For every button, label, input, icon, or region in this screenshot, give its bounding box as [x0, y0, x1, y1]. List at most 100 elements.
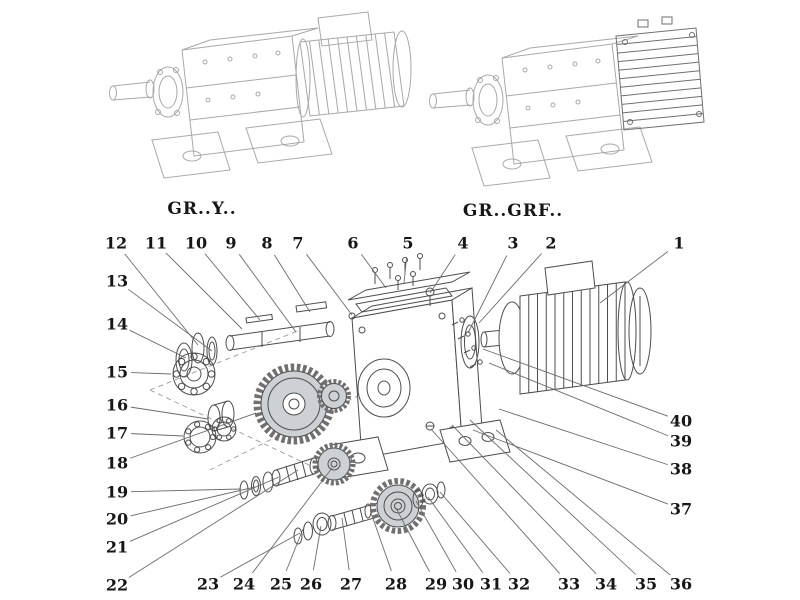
leader-lines	[124, 251, 671, 578]
drawing-line	[621, 87, 702, 97]
callout-number-22: 22	[106, 576, 128, 595]
drawing-line	[374, 33, 386, 109]
callout-number-35: 35	[635, 575, 657, 594]
callout-number-29: 29	[425, 575, 447, 594]
drawing-line	[618, 53, 699, 63]
leader-line-2	[478, 253, 542, 324]
leader-line-21	[129, 476, 280, 542]
drawing-line	[617, 44, 698, 54]
callout-number-37: 37	[670, 500, 692, 519]
front-flange-left	[152, 66, 184, 118]
callout-number-32: 32	[508, 575, 530, 594]
callout-number-27: 27	[340, 575, 362, 594]
leader-line-18	[130, 412, 257, 459]
mounting-feet-left	[151, 118, 333, 179]
leader-line-6	[360, 254, 387, 289]
callout-number-13: 13	[106, 272, 128, 291]
leader-line-11	[165, 252, 243, 330]
ball-bearing-large	[172, 352, 216, 396]
motor-left	[295, 11, 412, 118]
drawing-line	[622, 104, 703, 114]
leader-line-19	[130, 488, 242, 493]
callout-number-20: 20	[106, 510, 128, 529]
end-washer-2	[303, 521, 313, 541]
leader-line-3	[467, 255, 508, 334]
retaining-ring-2	[436, 481, 446, 499]
leader-line-25	[285, 528, 304, 572]
callout-number-14: 14	[106, 315, 128, 334]
bearing-ball	[207, 370, 216, 378]
leader-line-33	[430, 428, 561, 574]
leader-line-39	[488, 362, 669, 437]
leader-line-15	[130, 372, 172, 375]
cover-fins	[616, 36, 704, 122]
callout-number-31: 31	[480, 575, 502, 594]
callout-number-10: 10	[185, 234, 207, 253]
callout-number-38: 38	[670, 460, 692, 479]
leader-line-29	[395, 507, 430, 572]
leader-line-8	[274, 254, 311, 313]
mounting-feet-right	[471, 126, 653, 187]
drawing-line	[618, 61, 699, 71]
drawing-line	[365, 34, 377, 110]
leader-line-28	[369, 509, 392, 571]
large-gear	[253, 363, 335, 445]
bearing-ball	[172, 370, 181, 378]
bearing-ball	[185, 428, 192, 435]
callout-number-4: 4	[457, 234, 468, 253]
leader-line-34	[451, 424, 597, 575]
electric-motor	[480, 260, 652, 395]
callout-number-25: 25	[270, 575, 292, 594]
bearing-ball	[177, 382, 186, 391]
leader-line-26	[312, 525, 322, 571]
drawing-line	[621, 95, 702, 105]
leader-line-16	[130, 406, 209, 420]
input-shaft-assembly	[175, 301, 335, 378]
leader-line-23	[220, 532, 301, 578]
leader-line-14	[129, 329, 187, 359]
callout-number-16: 16	[106, 396, 128, 415]
motor-fins	[528, 283, 617, 393]
callout-number-19: 19	[106, 483, 128, 502]
leader-line-30	[415, 500, 457, 573]
callout-number-8: 8	[261, 234, 272, 253]
bearing-ball	[230, 426, 237, 432]
drawing-line	[355, 35, 367, 111]
gearbox-housing	[329, 287, 511, 479]
drawing-line	[620, 78, 701, 88]
drawing-line	[337, 37, 349, 113]
bearing-balls	[185, 421, 217, 453]
leader-line-7	[306, 253, 353, 316]
leader-line-35	[469, 419, 637, 575]
leader-line-36	[495, 429, 671, 576]
callout-number-11: 11	[145, 234, 167, 253]
leader-line-5	[403, 256, 408, 284]
flange-bolts	[451, 317, 483, 368]
callout-number-33: 33	[558, 575, 580, 594]
callout-number-15: 15	[106, 363, 128, 382]
leader-line-4	[429, 254, 456, 294]
bearing-ball	[216, 418, 222, 424]
callout-number-40: 40	[670, 412, 692, 431]
shaft-key	[245, 313, 274, 324]
drawing-line	[327, 38, 339, 114]
leader-line-13	[128, 288, 213, 352]
bearing-ball	[205, 423, 212, 430]
pinion-shaft	[271, 457, 319, 487]
bearing-ball	[177, 357, 186, 366]
callout-number-17: 17	[106, 424, 128, 443]
leader-line-1	[599, 251, 669, 304]
output-shaft-right	[429, 87, 475, 109]
leader-line-22	[128, 469, 299, 578]
drawing-line	[308, 40, 320, 116]
bearing-ball	[216, 434, 222, 440]
assembled-gearmotor-right	[429, 16, 705, 187]
motor-flange-parts	[451, 315, 483, 369]
drawing-line	[623, 112, 704, 122]
leader-line-38	[498, 408, 668, 466]
assembled-gearmotor-left	[109, 11, 412, 179]
drawing-line	[384, 32, 396, 108]
finned-cover-block	[615, 16, 705, 131]
